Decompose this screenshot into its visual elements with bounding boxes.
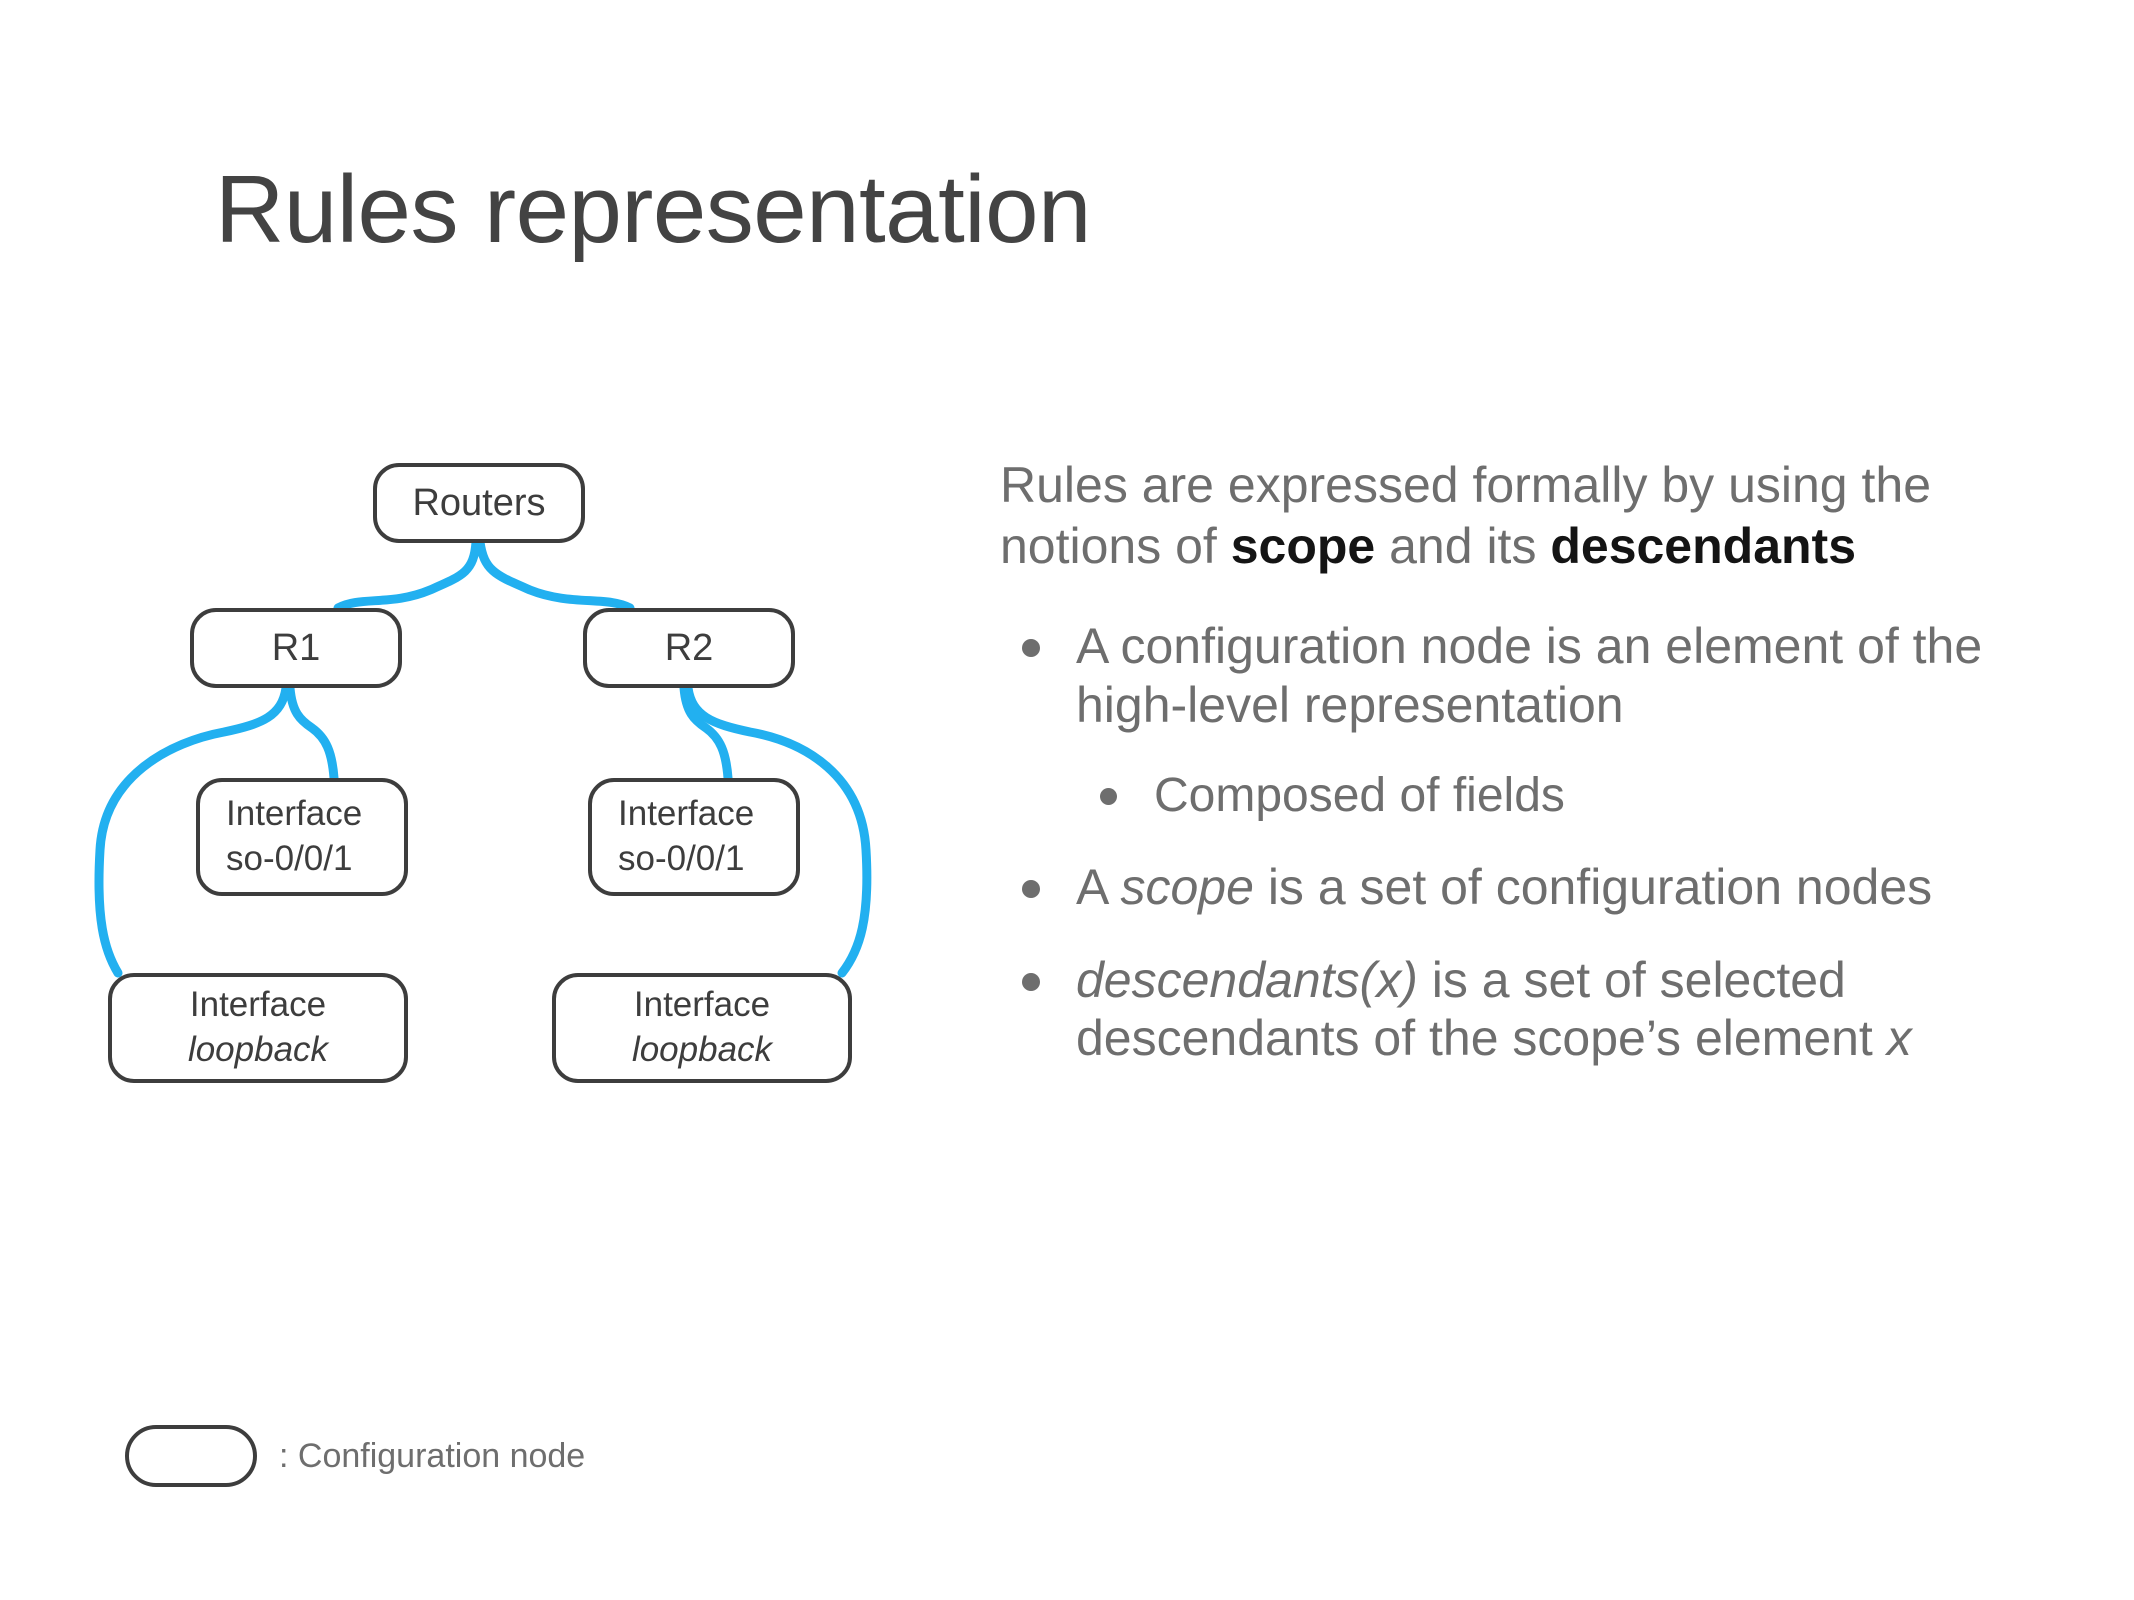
edge-r1-lb1 xyxy=(94,683,291,978)
node-interface-loopback-r1[interactable]: Interface loopback xyxy=(108,973,408,1083)
node-if2-line1: Interface xyxy=(618,794,755,834)
node-r1-label: R1 xyxy=(271,626,321,669)
node-lb2-line2: loopback xyxy=(631,1030,773,1069)
node-routers-label: Routers xyxy=(412,481,546,524)
bullet-scope-post: is a set of configuration nodes xyxy=(1253,859,1933,916)
node-interface-so-0-0-1-r1[interactable]: Interface so-0/0/1 xyxy=(196,778,408,896)
edge-r2-lb2 xyxy=(683,683,872,978)
content-column: Rules are expressed formally by using th… xyxy=(1000,455,2090,1102)
legend-configuration-node-label: : Configuration node xyxy=(279,1436,586,1475)
legend-configuration-node-shape xyxy=(125,1425,257,1487)
bullet-configuration-node-text: A configuration node is an element of th… xyxy=(1076,618,1983,733)
edge-routers-r1 xyxy=(333,537,481,613)
bullet-scope: A scope is a set of configuration nodes xyxy=(1000,858,2090,917)
bullet-scope-pre: A xyxy=(1076,859,1121,916)
page-title: Rules representation xyxy=(215,156,1091,263)
bullet-descendants-italic: descendants(x) xyxy=(1076,951,1418,1008)
lead-bold-scope: scope xyxy=(1230,518,1376,574)
edge-routers-r2 xyxy=(475,537,635,613)
lead-paragraph: Rules are expressed formally by using th… xyxy=(1000,455,2090,577)
edge-r1-if1 xyxy=(285,683,339,783)
node-if1-line2: so-0/0/1 xyxy=(226,839,353,878)
bullet-descendants-post: is a set of selected descendants of the … xyxy=(1076,951,1887,1067)
node-if2-line2: so-0/0/1 xyxy=(618,839,745,878)
lead-bold-descendants: descendants xyxy=(1550,518,1857,574)
node-lb2-line1: Interface xyxy=(633,985,771,1025)
node-routers[interactable]: Routers xyxy=(373,463,585,543)
tree-edges xyxy=(94,537,872,978)
bullet-list: A configuration node is an element of th… xyxy=(1000,617,2090,1068)
bullet-composed-of-fields-text: Composed of fields xyxy=(1154,769,1565,822)
edge-r2-if2 xyxy=(679,683,733,783)
bullet-configuration-node: A configuration node is an element of th… xyxy=(1000,617,2090,734)
node-r1[interactable]: R1 xyxy=(190,608,402,688)
bullet-descendants: descendants(x) is a set of selected desc… xyxy=(1000,951,2090,1068)
bullet-scope-italic: scope xyxy=(1120,859,1254,916)
node-interface-so-0-0-1-r2[interactable]: Interface so-0/0/1 xyxy=(588,778,800,896)
bullet-descendants-italic-x: x xyxy=(1886,1010,1912,1067)
node-r2-label: R2 xyxy=(664,626,714,669)
node-if1-line1: Interface xyxy=(226,794,363,834)
lead-part2: and its xyxy=(1375,518,1551,574)
node-lb1-line1: Interface xyxy=(189,985,327,1025)
legend: : Configuration node xyxy=(125,1425,585,1487)
node-r2[interactable]: R2 xyxy=(583,608,795,688)
bullet-composed-of-fields: Composed of fields xyxy=(1078,768,2090,824)
node-lb1-line2: loopback xyxy=(187,1030,329,1069)
lead-part1: Rules are expressed formally by using th… xyxy=(1000,457,1932,574)
node-interface-loopback-r2[interactable]: Interface loopback xyxy=(552,973,852,1083)
configuration-tree-diagram: Routers R1 R2 Interface so-0/0/1 Interfa… xyxy=(0,420,960,1200)
